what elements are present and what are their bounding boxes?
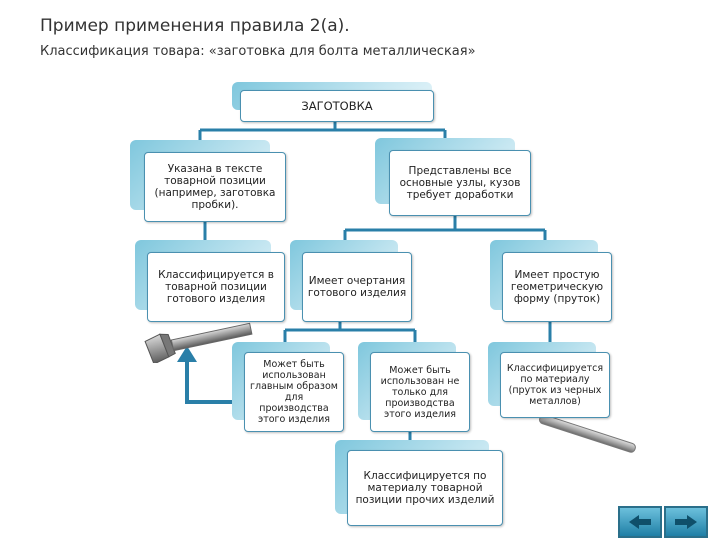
back-button[interactable] [618, 506, 662, 538]
node-right-mid-label: Имеет простую геометрическую форму (прут… [510, 269, 604, 305]
node-use-main-label: Может быть использован главным образом д… [250, 359, 338, 425]
node-classify-material: Классифицируется по материалу (пруток из… [488, 342, 610, 418]
node-mid-mid-label: Имеет очертания готового изделия [307, 275, 407, 299]
node-left-top: Указана в тексте товарной позиции (напри… [130, 140, 286, 222]
node-use-other-label: Может быть использован не только для про… [380, 364, 460, 420]
node-root-label: ЗАГОТОВКА [301, 99, 373, 113]
node-left-top-label: Указана в тексте товарной позиции (напри… [154, 163, 276, 211]
forward-arrow-icon [675, 515, 697, 529]
node-right-top: Представлены все основные узлы, кузов тр… [375, 138, 531, 216]
back-arrow-icon [629, 515, 651, 529]
node-left-mid: Классифицируется в товарной позиции гото… [135, 240, 285, 322]
bolt-image [144, 322, 253, 363]
node-classify-other: Классифицируется по материалу товарной п… [335, 440, 503, 526]
node-classify-other-label: Классифицируется по материалу товарной п… [355, 470, 495, 506]
node-right-mid: Имеет простую геометрическую форму (прут… [490, 240, 612, 322]
node-right-top-label: Представлены все основные узлы, кузов тр… [399, 165, 521, 201]
page-title: Пример применения правила 2(а). [40, 16, 350, 36]
node-use-other: Может быть использован не только для про… [358, 342, 470, 432]
page-subtitle: Классификация товара: «заготовка для бол… [40, 44, 476, 59]
rod-image [539, 414, 636, 453]
node-use-main: Может быть использован главным образом д… [232, 342, 344, 432]
node-root: ЗАГОТОВКА [232, 82, 434, 122]
node-classify-material-label: Классифицируется по материалу (пруток из… [506, 363, 604, 407]
node-left-mid-label: Классифицируется в товарной позиции гото… [158, 269, 274, 305]
node-mid-mid: Имеет очертания готового изделия [290, 240, 412, 322]
feedback-arrow [185, 360, 237, 404]
forward-button[interactable] [664, 506, 708, 538]
